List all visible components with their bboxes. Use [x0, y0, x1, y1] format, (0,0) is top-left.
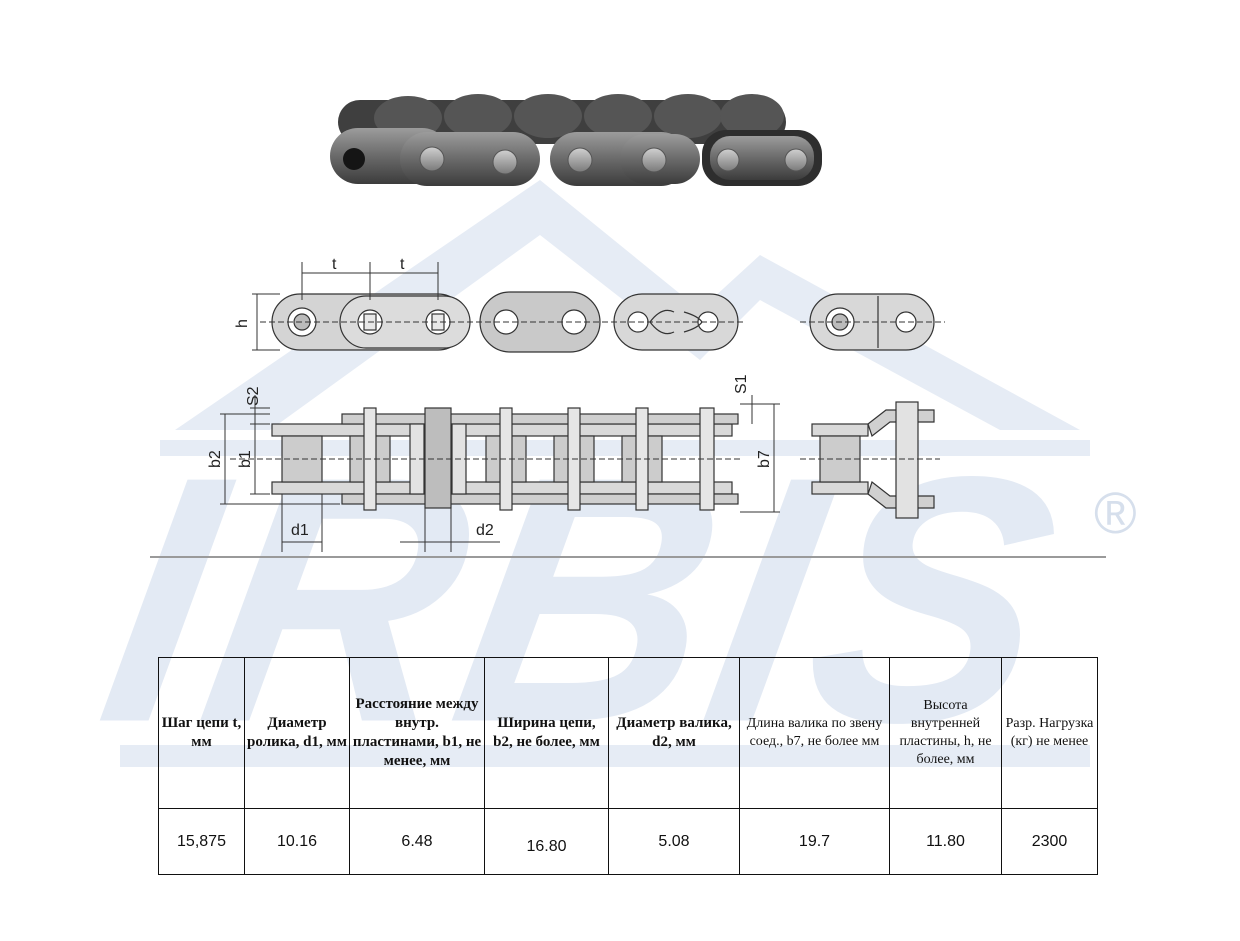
value-chain-width: 16.80 — [484, 808, 609, 875]
dim-label-b1: b1 — [237, 450, 254, 468]
value-roller-diameter: 10.16 — [244, 808, 350, 875]
spec-table: Шаг цепи t, мм Диаметр ролика, d1, мм Ра… — [158, 657, 1098, 875]
header-pin-length: Длина валика по звену соед., b7, не боле… — [739, 657, 890, 809]
header-roller-diameter: Диаметр ролика, d1, мм — [244, 657, 350, 809]
value-pitch: 15,875 — [158, 808, 245, 875]
table-row: 15,875 10.16 6.48 16.80 5.08 19.7 11.80 … — [158, 808, 1098, 875]
value-pin-length: 19.7 — [739, 808, 890, 875]
header-chain-width: Ширина цепи, b2, не более, мм — [484, 657, 609, 809]
value-breaking-load: 2300 — [1001, 808, 1098, 875]
header-inner-width: Расстояние между внутр. пластинами, b1, … — [349, 657, 485, 809]
dim-label-s2: S2 — [245, 386, 262, 406]
dim-label-b7: b7 — [756, 450, 773, 468]
dim-label-b2: b2 — [207, 450, 224, 468]
chain-plan-view — [271, 401, 935, 519]
dim-label-d1: d1 — [291, 522, 309, 539]
dim-label-t2: t — [400, 256, 405, 273]
header-plate-height: Высота внутренней пластины, h, не более,… — [889, 657, 1002, 809]
header-pitch: Шаг цепи t, мм — [158, 657, 245, 809]
dim-label-s1: S1 — [733, 374, 750, 394]
section-divider — [150, 556, 1106, 558]
value-plate-height: 11.80 — [889, 808, 1002, 875]
header-breaking-load: Разр. Нагрузка (кг) не менее — [1001, 657, 1098, 809]
value-inner-width: 6.48 — [349, 808, 485, 875]
table-header-row: Шаг цепи t, мм Диаметр ролика, d1, мм Ра… — [158, 657, 1098, 809]
registered-mark: ® — [1094, 481, 1137, 546]
dim-label-t1: t — [332, 256, 337, 273]
dim-label-h: h — [234, 319, 251, 328]
chain-photo — [330, 94, 822, 186]
value-pin-diameter: 5.08 — [608, 808, 740, 875]
dim-label-d2: d2 — [476, 522, 494, 539]
header-pin-diameter: Диаметр валика, d2, мм — [608, 657, 740, 809]
